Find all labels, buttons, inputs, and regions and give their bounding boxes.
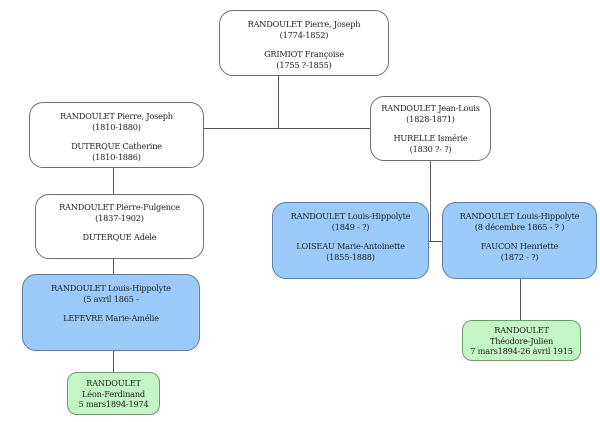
person-surname: RANDOULET (86, 378, 141, 388)
person-name: RANDOULET Louis-Hippolyte (459, 211, 580, 221)
family-box-root[interactable]: RANDOULET Pierre, Joseph (1774-1852) GRI… (219, 10, 389, 76)
spouse-dates: (1872 - ?) (500, 251, 539, 262)
family-box-left-gen4[interactable]: RANDOULET Louis-Hippolyte (5 avril 1865 … (22, 274, 200, 351)
family-box-left-gen2[interactable]: RANDOULET Pierre, Joseph (1810-1880) DUT… (29, 102, 204, 168)
person-name: RANDOULET Pierre, Joseph (247, 19, 361, 29)
family-box-right-gen3-a[interactable]: RANDOULET Louis-Hippolyte (1849 - ?) LOI… (272, 202, 429, 279)
spouse-name: GRIMIOT Françoise (264, 49, 344, 59)
person-name: RANDOULET Pierre-Fulgence (59, 202, 180, 212)
connector-gen2-horizontal (204, 128, 370, 129)
spouse-dates: (1830 ?- ?) (409, 143, 452, 154)
connector-left-gen2-to-gen3 (113, 168, 114, 194)
person-dates: (1774-1852) (279, 29, 329, 40)
person-dates: (1849 - ?) (331, 221, 370, 232)
person-name: RANDOULET Pierre, Joseph (60, 111, 173, 121)
person-box-right-gen4[interactable]: RANDOULET Théodore-Julien 7 mars1894-26 … (462, 320, 581, 361)
person-dates: 5 mars1894-1974 (78, 399, 149, 409)
spouse-name: HURELLE Ismérie (393, 133, 468, 143)
person-dates: 7 mars1894-26 avril 1915 (470, 346, 573, 356)
spouse-name: LOISEAU Marie-Antoinette (296, 241, 405, 251)
family-box-right-gen2[interactable]: RANDOULET Jean-Louis (1828-1871) HURELLE… (370, 96, 491, 161)
connector-right-gen3-to-gen4 (520, 279, 521, 320)
spouse-name: DUTERQUE Adele (82, 232, 157, 242)
person-given-name: Théodore-Julien (489, 335, 554, 346)
family-box-left-gen3[interactable]: RANDOULET Pierre-Fulgence (1837-1902) DU… (35, 194, 204, 259)
person-dates: (5 avril 1865 - (83, 293, 139, 304)
connector-right-gen3-horizontal (429, 241, 442, 242)
connector-root-down (278, 76, 279, 128)
connector-left-gen4-to-gen5 (113, 351, 114, 372)
spouse-name: FAUCON Henriette (480, 241, 559, 251)
person-surname: RANDOULET (494, 325, 549, 335)
spouse-name: LEFEVRE Marie-Amélie (63, 313, 159, 323)
person-name: RANDOULET Louis-Hippolyte (51, 283, 171, 293)
person-dates: (8 décembre 1865 - ? ) (474, 221, 565, 232)
person-dates: (1810-1880) (92, 121, 141, 132)
spouse-dates: (1810-1886) (92, 151, 141, 162)
person-dates: (1828-1871) (406, 113, 455, 124)
person-name: RANDOULET Jean-Louis (381, 103, 480, 113)
connector-left-gen3-to-gen4 (113, 259, 114, 274)
connector-right-gen2-down (430, 161, 431, 241)
person-name: RANDOULET Louis-Hippolyte (290, 211, 411, 221)
person-dates: (1837-1902) (95, 212, 144, 223)
person-given-name: Léon-Ferdinand (82, 388, 145, 399)
spouse-name: DUTERQUE Catherine (71, 141, 162, 151)
person-box-left-gen5[interactable]: RANDOULET Léon-Ferdinand 5 mars1894-1974 (67, 372, 160, 415)
spouse-dates: (1855-1888) (326, 251, 375, 262)
family-box-right-gen3-b[interactable]: RANDOULET Louis-Hippolyte (8 décembre 18… (442, 202, 597, 279)
spouse-dates: (1755 ?-1855) (276, 59, 332, 70)
